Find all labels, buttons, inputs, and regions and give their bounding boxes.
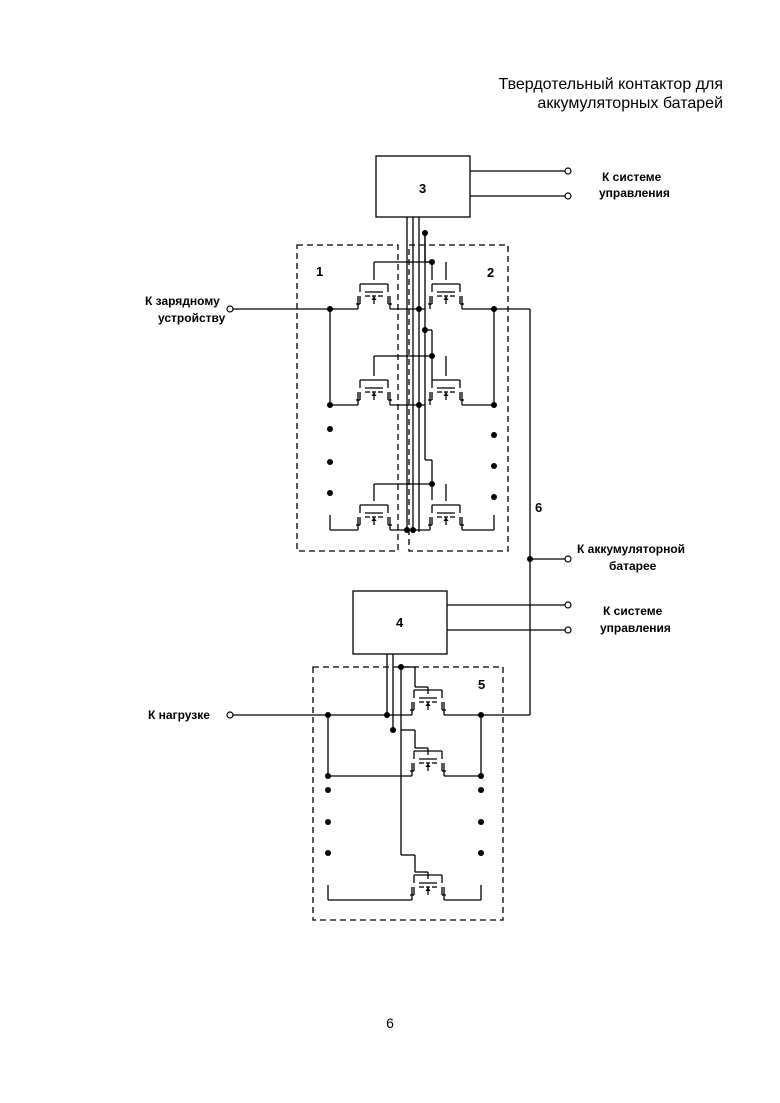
block-number-2: 2 [487,265,494,280]
module-5 [313,667,503,920]
label-battery-2: батарее [609,559,657,573]
terminals [227,168,571,718]
block-number-4: 4 [396,615,404,630]
label-control-top-1: К системе [602,170,662,184]
block-number-5: 5 [478,677,485,692]
label-charger-2: устройству [158,311,226,325]
label-load: К нагрузке [148,708,210,722]
label-control-bottom-2: управления [600,621,671,635]
label-battery-1: К аккумуляторной [577,542,685,556]
block-number-3: 3 [419,181,426,196]
page-number: 6 [0,1015,780,1031]
junction-dots [325,230,533,856]
label-control-bottom-1: К системе [603,604,663,618]
transistor-symbols [356,284,464,895]
block-number-1: 1 [316,264,323,279]
label-control-top-2: управления [599,186,670,200]
label-charger-1: К зарядному [145,294,220,308]
block-number-6: 6 [535,500,542,515]
